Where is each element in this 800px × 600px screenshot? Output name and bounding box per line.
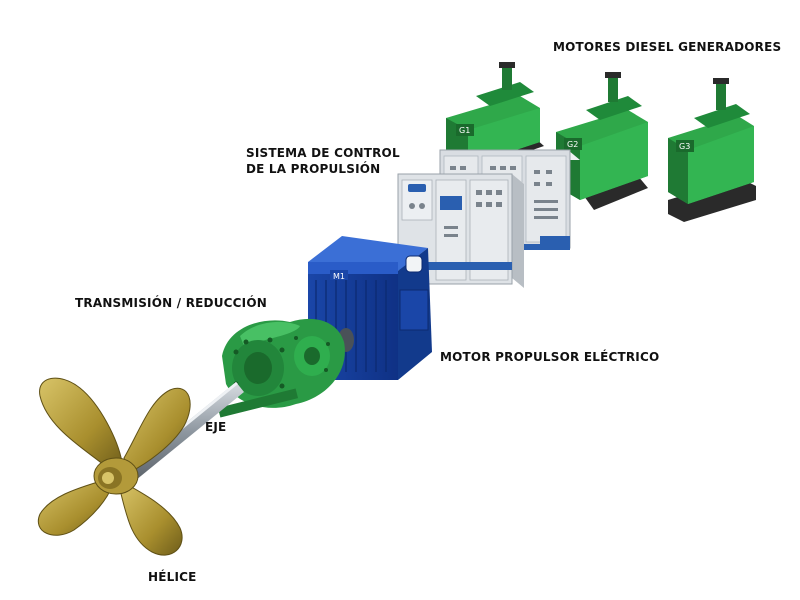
label-shaft: EJE: [205, 420, 227, 434]
label-propeller: HÉLICE: [148, 570, 197, 584]
reduction-gearbox: [217, 318, 345, 418]
diesel-generator-3: G3: [668, 78, 756, 222]
label-propulsion-control-line1: SISTEMA DE CONTROL: [246, 146, 400, 160]
propeller: [37, 377, 191, 556]
generator-3-plate: G3: [679, 142, 690, 151]
generator-2-plate: G2: [567, 140, 578, 149]
motor-plate: M1: [333, 272, 345, 281]
label-transmission-reduction: TRANSMISIÓN / REDUCCIÓN: [75, 296, 267, 310]
control-cabinet-front: [397, 173, 524, 288]
label-propulsion-control-line2: DE LA PROPULSIÓN: [246, 162, 381, 176]
label-electric-motor: MOTOR PROPULSOR ELÉCTRICO: [440, 350, 660, 364]
electric-propulsion-motor: M1: [308, 236, 432, 380]
label-diesel-generators: MOTORES DIESEL GENERADORES: [553, 40, 782, 54]
generator-1-plate: G1: [459, 126, 470, 135]
